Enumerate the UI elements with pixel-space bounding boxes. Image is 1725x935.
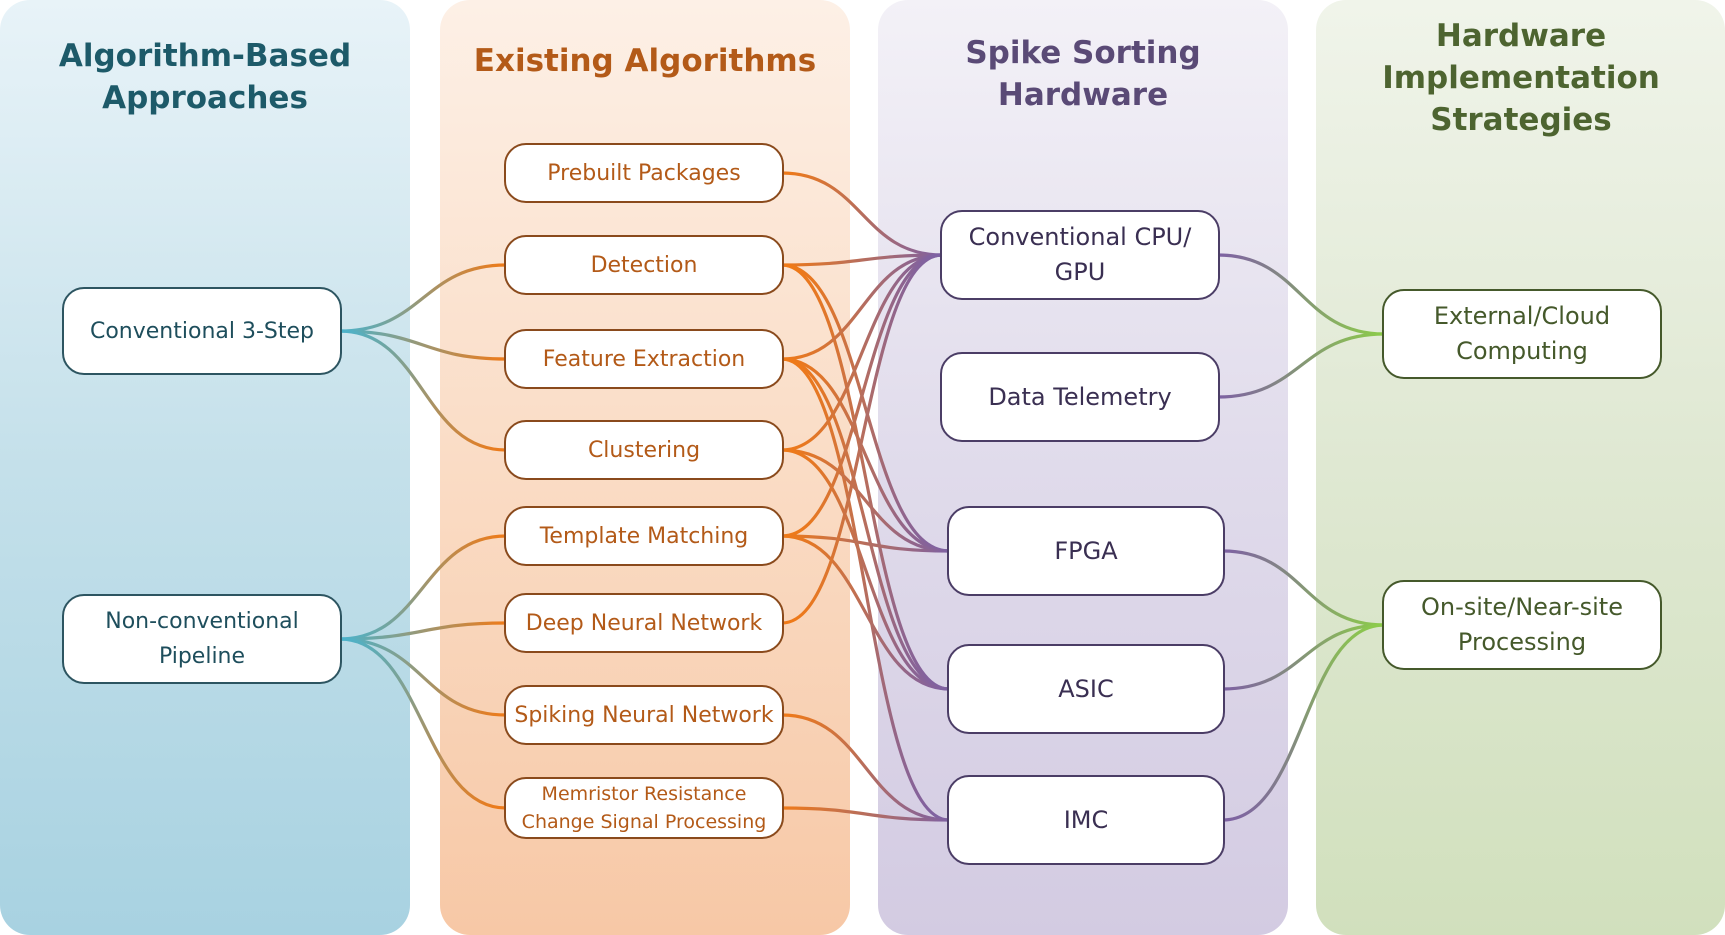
- node-asic: ASIC: [947, 644, 1225, 734]
- connector-prebuilt-to-cpu: [780, 171, 944, 257]
- connector-nonconv-to-template: [338, 534, 508, 641]
- connector-snn-to-imc: [780, 713, 951, 822]
- connector-dnn-to-cpu: [780, 253, 944, 625]
- node-feature-extraction: Feature Extraction: [504, 329, 784, 389]
- connector-nonconv-to-memristor: [338, 637, 508, 810]
- node-non-conventional-pipeline: Non-conventional Pipeline: [62, 594, 342, 684]
- node-data-telemetry: Data Telemetry: [940, 352, 1220, 442]
- connector-memristor-to-imc: [780, 806, 951, 822]
- connector-detection-to-fpga: [780, 263, 951, 553]
- connector-template-to-asic: [780, 534, 951, 691]
- node-imc: IMC: [947, 775, 1225, 865]
- connector-detection-to-asic: [780, 263, 951, 691]
- connector-clustering-to-fpga: [780, 448, 951, 553]
- node-clustering: Clustering: [504, 420, 784, 480]
- node-fpga: FPGA: [947, 506, 1225, 596]
- node-template-matching: Template Matching: [504, 506, 784, 566]
- connector-template-to-cpu: [780, 253, 944, 538]
- node-deep-neural-network: Deep Neural Network: [504, 593, 784, 653]
- node-external-cloud-computing: External/Cloud Computing: [1382, 289, 1662, 379]
- node-detection: Detection: [504, 235, 784, 295]
- node-spiking-neural-network: Spiking Neural Network: [504, 685, 784, 745]
- connector-asic-to-onsite: [1221, 623, 1386, 691]
- column-title-hardware-implementation-strategies: Hardware Implementation Strategies: [1382, 18, 1660, 138]
- node-prebuilt-packages: Prebuilt Packages: [504, 143, 784, 203]
- connector-fpga-to-onsite: [1221, 549, 1386, 627]
- connector-nonconv-to-snn: [338, 637, 508, 717]
- connector-clustering-to-cpu: [780, 253, 944, 452]
- connector-conv3-to-feature: [338, 329, 508, 361]
- node-conventional-cpu-gpu: Conventional CPU/ GPU: [940, 210, 1220, 300]
- connector-imc-to-onsite: [1221, 623, 1386, 822]
- node-conventional-3-step: Conventional 3-Step: [62, 287, 342, 375]
- column-title-algorithm-based-approaches: Algorithm-Based Approaches: [58, 38, 352, 116]
- node-on-site-near-site-processing: On-site/Near-site Processing: [1382, 580, 1662, 670]
- connector-nonconv-to-dnn: [338, 621, 508, 641]
- connector-clustering-to-asic: [780, 448, 951, 691]
- connector-cpu-to-cloud: [1216, 253, 1386, 336]
- connector-feature-to-fpga: [780, 357, 951, 553]
- node-memristor-resistance-change-signal-processing: Memristor Resistance Change Signal Proce…: [504, 777, 784, 839]
- connector-conv3-to-detection: [338, 263, 508, 333]
- connector-feature-to-imc: [780, 357, 951, 822]
- connector-conv3-to-clustering: [338, 329, 508, 452]
- column-hardware-implementation-strategies: [1316, 0, 1725, 935]
- connector-telemetry-to-cloud: [1216, 332, 1386, 399]
- column-algorithm-based-approaches: [0, 0, 410, 935]
- connector-detection-to-cpu: [780, 253, 944, 267]
- connector-feature-to-cpu: [780, 253, 944, 361]
- column-title-existing-algorithms: Existing Algorithms: [473, 43, 817, 79]
- connector-feature-to-asic: [780, 357, 951, 691]
- column-title-spike-sorting-hardware: Spike Sorting Hardware: [965, 35, 1201, 113]
- connector-template-to-fpga: [780, 534, 951, 553]
